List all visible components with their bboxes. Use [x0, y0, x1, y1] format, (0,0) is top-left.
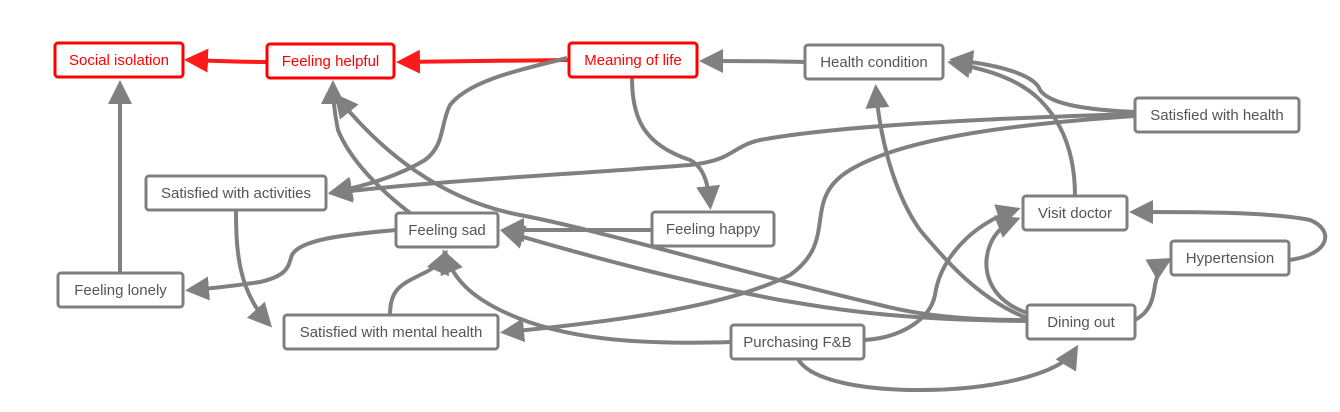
- node-label: Social isolation: [69, 52, 169, 69]
- node-box: [144, 174, 328, 212]
- node-visit-doctor: Visit doctor: [1021, 194, 1129, 232]
- edge-meaning-of-life-to-feeling-helpful: [396, 49, 570, 74]
- node-label: Hypertension: [1186, 250, 1274, 267]
- node-purchasing-fb: Purchasing F&B: [729, 323, 866, 361]
- node-satisfied-with-health: Satisfied with health: [1133, 96, 1301, 134]
- node-dining-out: Dining out: [1025, 303, 1137, 341]
- node-box: [650, 210, 776, 248]
- edge-feeling-helpful-to-social-isolation: [184, 48, 268, 73]
- node-box: [803, 43, 945, 81]
- node-box: [53, 41, 185, 79]
- node-label: Feeling happy: [666, 221, 761, 238]
- node-box: [56, 271, 185, 309]
- edge-satisfied-with-health-to-satisfied-with-activities: [328, 112, 1136, 203]
- node-feeling-sad: Feeling sad: [394, 211, 500, 249]
- edge-dining-out-to-health-condition: [865, 84, 1028, 320]
- node-box: [265, 42, 396, 80]
- node-label: Health condition: [820, 54, 928, 71]
- edge-satisfied-with-mental-health-to-feeling-sad: [388, 249, 449, 316]
- node-satisfied-with-mental-health: Satisfied with mental health: [282, 313, 500, 351]
- node-label: Feeling sad: [408, 222, 486, 239]
- edge-feeling-sad-to-feeling-helpful: [321, 80, 412, 215]
- edge-dining-out-to-hypertension: [1133, 258, 1173, 322]
- node-box: [394, 211, 500, 249]
- edge-purchasing-fb-to-feeling-sad: [440, 249, 732, 345]
- edge-meaning-of-life-to-satisfied-with-activities: [328, 56, 568, 201]
- edge-meaning-of-life-to-feeling-happy: [630, 77, 721, 210]
- node-box: [1021, 194, 1129, 232]
- node-feeling-happy: Feeling happy: [650, 210, 776, 248]
- node-label: Feeling lonely: [74, 282, 167, 299]
- node-box: [729, 323, 866, 361]
- edge-satisfied-with-health-to-satisfied-with-mental-health: [500, 114, 1136, 343]
- node-feeling-helpful: Feeling helpful: [265, 42, 396, 80]
- edge-visit-doctor-to-health-condition: [947, 54, 1077, 197]
- nodes-layer: Social isolation Feeling helpful Meaning o…: [53, 41, 1301, 361]
- node-box: [282, 313, 500, 351]
- edge-satisfied-with-health-to-health-condition: [949, 50, 1136, 114]
- node-box: [1169, 239, 1291, 277]
- node-meaning-of-life: Meaning of life: [567, 41, 699, 79]
- node-label: Meaning of life: [584, 52, 682, 69]
- node-feeling-lonely: Feeling lonely: [56, 271, 185, 309]
- node-label: Satisfied with activities: [161, 185, 311, 202]
- node-label: Satisfied with mental health: [300, 324, 483, 341]
- node-label: Visit doctor: [1038, 205, 1112, 222]
- edge-health-condition-to-meaning-of-life: [699, 49, 806, 74]
- edge-dining-out-to-visit-doctor: [984, 215, 1028, 315]
- edge-hypertension-to-visit-doctor: [1129, 200, 1328, 262]
- node-box: [1025, 303, 1137, 341]
- node-satisfied-with-activities: Satisfied with activities: [144, 174, 328, 212]
- node-label: Dining out: [1047, 314, 1115, 331]
- node-hypertension: Hypertension: [1169, 239, 1291, 277]
- node-box: [1133, 96, 1301, 134]
- edge-purchasing-fb-to-dining-out: [796, 344, 1079, 393]
- node-label: Satisfied with health: [1150, 107, 1283, 124]
- edge-feeling-sad-to-feeling-lonely: [185, 228, 397, 301]
- node-label: Feeling helpful: [282, 53, 380, 70]
- node-label: Purchasing F&B: [743, 334, 851, 351]
- node-health-condition: Health condition: [803, 43, 945, 81]
- edge-purchasing-fb-to-visit-doctor: [863, 204, 1021, 342]
- node-box: [567, 41, 699, 79]
- node-social-isolation: Social isolation: [53, 41, 185, 79]
- edge-satisfied-with-activities-to-satisfied-with-mental-health: [234, 209, 273, 328]
